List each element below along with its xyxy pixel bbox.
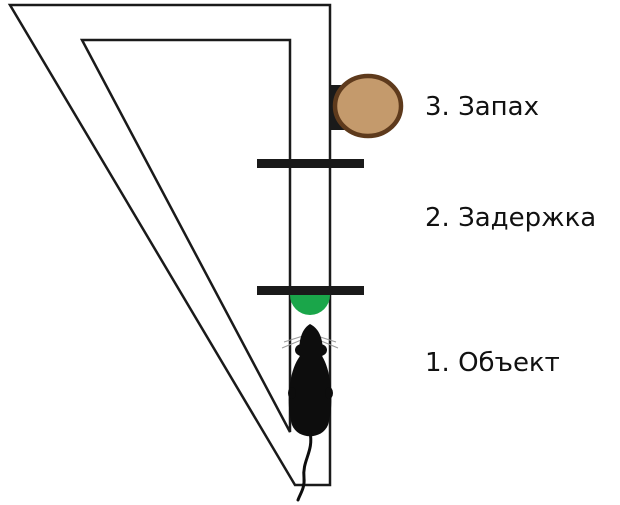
- barrier-upper: [257, 159, 364, 168]
- label-delay: 2. Задержка: [425, 203, 597, 233]
- mouse-icon: [281, 324, 339, 502]
- green-object-icon: [290, 295, 330, 315]
- wood-disc-icon: [332, 73, 404, 139]
- barrier-lower: [257, 286, 364, 295]
- label-odor: 3. Запах: [425, 92, 539, 122]
- label-object: 1. Объект: [425, 348, 560, 378]
- maze-inner-wall: [79, 38, 292, 433]
